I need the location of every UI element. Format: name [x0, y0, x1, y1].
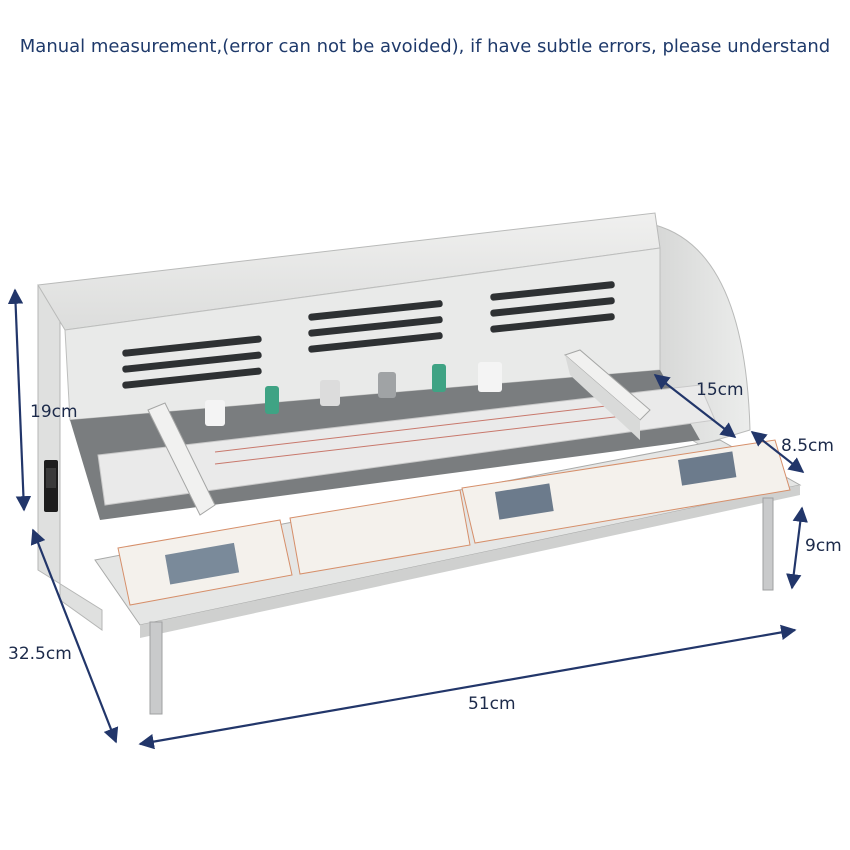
- front-leg: [149, 621, 163, 715]
- measurement-disclaimer: Manual measurement,(error can not be avo…: [19, 36, 831, 57]
- label-photo-3: [678, 451, 737, 486]
- right-paper-guide-face: [565, 355, 640, 440]
- rear-leg: [762, 497, 774, 591]
- label-photo-1: [165, 542, 240, 585]
- feed-tray-edge: [140, 485, 800, 638]
- height-label: 19cm: [30, 402, 78, 422]
- instruction-label-2: [289, 489, 471, 575]
- tray-extension-arrow: [750, 431, 805, 473]
- power-switch-socket: [46, 468, 56, 488]
- tray-extension-label: 8.5cm: [781, 436, 834, 456]
- width-label: 51cm: [468, 694, 516, 714]
- tray-depth-label: 15cm: [696, 380, 744, 400]
- ruler-ticks: [214, 401, 641, 465]
- leg-height-arrow: [786, 506, 808, 590]
- depth-arrow: [30, 528, 119, 744]
- rollers: [205, 362, 502, 426]
- depth-label: 32.5cm: [8, 644, 72, 664]
- height-arrow: [7, 288, 32, 512]
- left-paper-guide: [147, 402, 216, 516]
- tray-depth-arrow: [653, 374, 737, 438]
- label-photo-2: [494, 483, 554, 520]
- leg-height-label: 9cm: [805, 536, 842, 556]
- vent-slots: [122, 281, 615, 389]
- width-arrow: [138, 624, 797, 750]
